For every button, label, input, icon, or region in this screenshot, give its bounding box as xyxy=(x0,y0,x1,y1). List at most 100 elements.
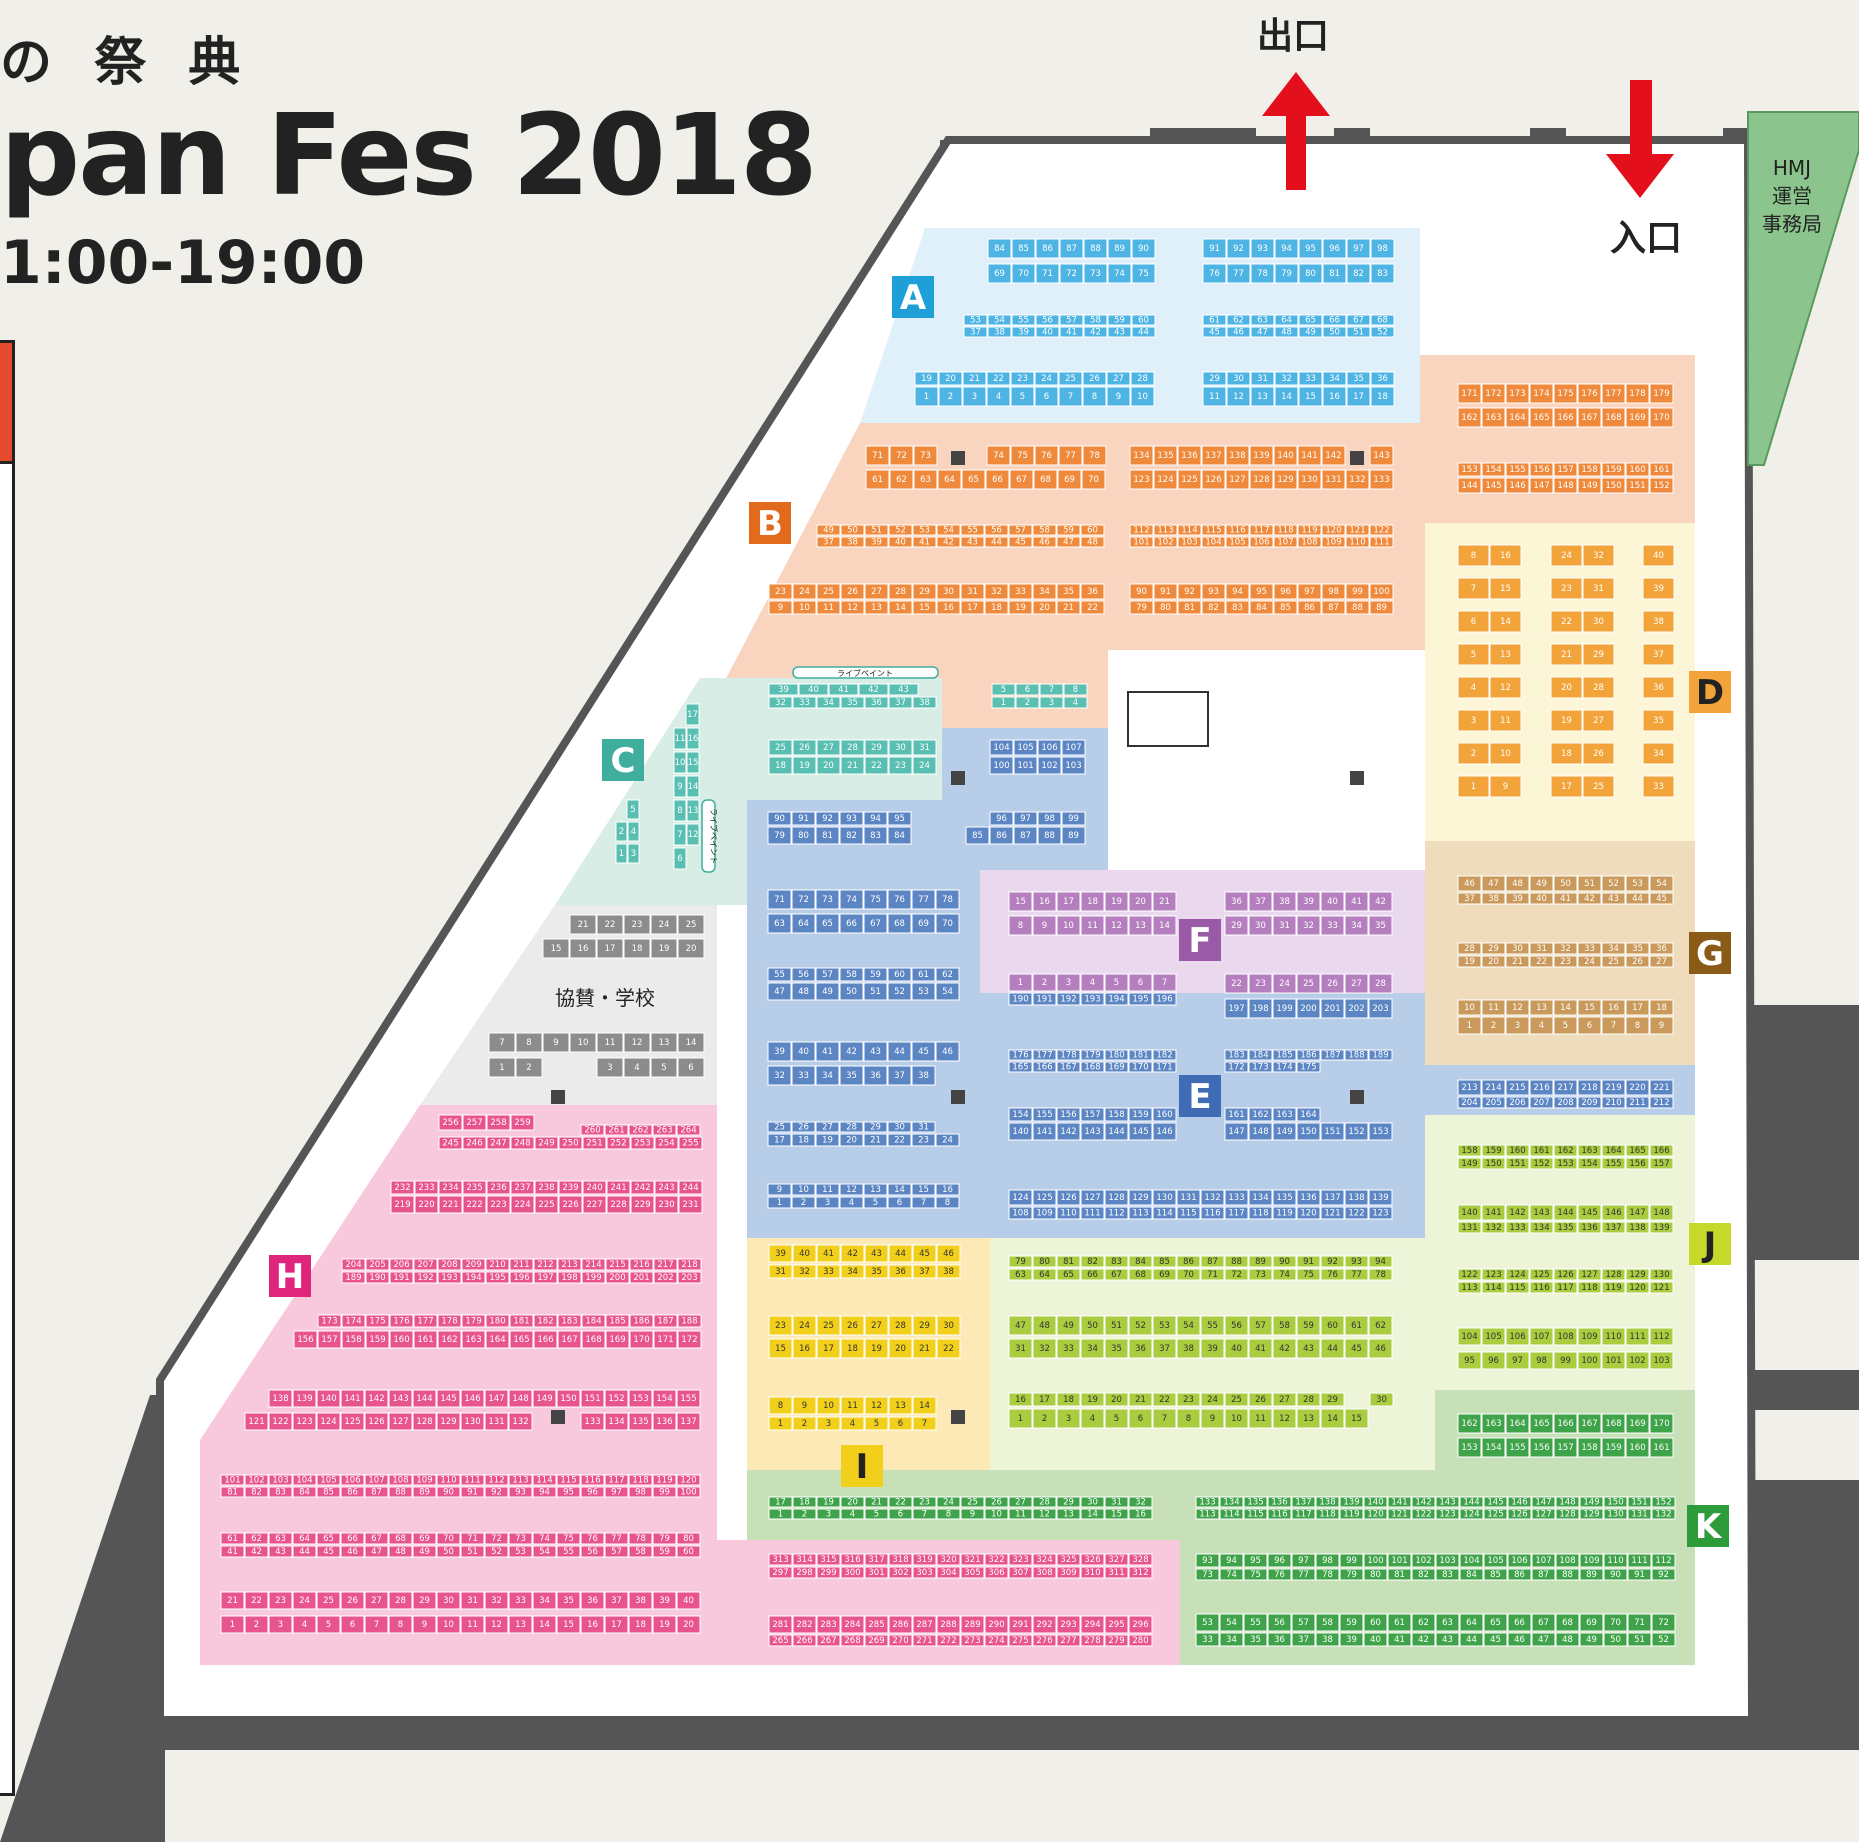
booth-H-316[interactable]: 316 xyxy=(840,1553,865,1566)
booth-H-139[interactable]: 139 xyxy=(292,1389,317,1408)
booth-I-35[interactable]: 35 xyxy=(864,1264,889,1279)
booth-E-2[interactable]: 2 xyxy=(791,1196,816,1209)
booth-E-42[interactable]: 42 xyxy=(839,1041,864,1062)
booth-K-64[interactable]: 64 xyxy=(1459,1613,1484,1632)
booth-E-91[interactable]: 91 xyxy=(791,811,816,826)
booth-E-138[interactable]: 138 xyxy=(1344,1189,1369,1206)
booth-H-176[interactable]: 176 xyxy=(389,1314,414,1328)
booth-H-60[interactable]: 60 xyxy=(676,1545,701,1558)
booth-I-8[interactable]: 8 xyxy=(768,1396,793,1415)
booth-H-81[interactable]: 81 xyxy=(220,1486,245,1498)
booth-H-302[interactable]: 302 xyxy=(888,1566,913,1579)
booth-H-298[interactable]: 298 xyxy=(792,1566,817,1579)
booth-H-123[interactable]: 123 xyxy=(292,1412,317,1431)
booth-G-25[interactable]: 25 xyxy=(1601,955,1626,968)
booth-B-176[interactable]: 176 xyxy=(1577,383,1602,404)
booth-F-25[interactable]: 25 xyxy=(1296,973,1321,994)
booth-D-27[interactable]: 27 xyxy=(1582,709,1615,732)
booth-J-150[interactable]: 150 xyxy=(1481,1157,1506,1170)
booth-E-197[interactable]: 197 xyxy=(1224,998,1249,1019)
booth-A-56[interactable]: 56 xyxy=(1035,314,1060,326)
booth-D-30[interactable]: 30 xyxy=(1582,610,1615,633)
booth-F-21[interactable]: 21 xyxy=(1152,891,1177,912)
booth-K-80[interactable]: 80 xyxy=(1363,1568,1388,1581)
booth-H-133[interactable]: 133 xyxy=(580,1412,605,1431)
booth-H-218[interactable]: 218 xyxy=(677,1258,702,1271)
booth-K-96[interactable]: 96 xyxy=(1267,1553,1292,1568)
booth-E-35[interactable]: 35 xyxy=(839,1065,864,1086)
booth-G-28[interactable]: 28 xyxy=(1457,942,1482,955)
booth-H-56[interactable]: 56 xyxy=(580,1545,605,1558)
booth-F-5[interactable]: 5 xyxy=(1104,973,1129,992)
booth-A-41[interactable]: 41 xyxy=(1059,326,1084,338)
booth-J-38[interactable]: 38 xyxy=(1176,1338,1201,1359)
booth-K-136[interactable]: 136 xyxy=(1267,1496,1292,1508)
booth-A-35[interactable]: 35 xyxy=(1346,371,1371,386)
booth-E-182[interactable]: 182 xyxy=(1152,1049,1177,1061)
booth-D-19[interactable]: 19 xyxy=(1550,709,1583,732)
booth-J-67[interactable]: 67 xyxy=(1104,1268,1129,1281)
booth-B-21[interactable]: 21 xyxy=(1056,600,1081,615)
booth-G-37[interactable]: 37 xyxy=(1457,892,1482,905)
booth-K-57[interactable]: 57 xyxy=(1291,1613,1316,1632)
booth-C-21[interactable]: 21 xyxy=(840,756,865,775)
booth-C-26[interactable]: 26 xyxy=(792,739,817,756)
booth-G-5[interactable]: 5 xyxy=(1553,1016,1578,1035)
booth-E-18[interactable]: 18 xyxy=(791,1133,816,1147)
booth-I-40[interactable]: 40 xyxy=(792,1244,817,1263)
booth-K-19[interactable]: 19 xyxy=(816,1496,841,1508)
booth-J-92[interactable]: 92 xyxy=(1320,1255,1345,1268)
booth-B-174[interactable]: 174 xyxy=(1529,383,1554,404)
booth-H-137[interactable]: 137 xyxy=(676,1412,701,1431)
booth-J-30[interactable]: 30 xyxy=(1369,1392,1394,1407)
booth-E-155[interactable]: 155 xyxy=(1032,1107,1057,1122)
booth-S-18[interactable]: 18 xyxy=(623,938,651,959)
booth-A-67[interactable]: 67 xyxy=(1346,314,1371,326)
booth-E-112[interactable]: 112 xyxy=(1104,1206,1129,1220)
booth-B-28[interactable]: 28 xyxy=(888,583,913,600)
booth-S-2[interactable]: 2 xyxy=(515,1057,543,1078)
booth-K-37[interactable]: 37 xyxy=(1291,1632,1316,1647)
booth-J-132[interactable]: 132 xyxy=(1481,1221,1506,1234)
booth-H-168[interactable]: 168 xyxy=(581,1330,606,1349)
booth-E-72[interactable]: 72 xyxy=(791,889,816,910)
booth-I-41[interactable]: 41 xyxy=(816,1244,841,1263)
booth-H-184[interactable]: 184 xyxy=(581,1314,606,1328)
booth-E-73[interactable]: 73 xyxy=(815,889,840,910)
booth-E-110[interactable]: 110 xyxy=(1056,1206,1081,1220)
booth-A-12[interactable]: 12 xyxy=(1226,386,1251,407)
booth-J-155[interactable]: 155 xyxy=(1601,1157,1626,1170)
booth-H-143[interactable]: 143 xyxy=(388,1389,413,1408)
booth-H-17[interactable]: 17 xyxy=(604,1615,629,1634)
booth-B-146[interactable]: 146 xyxy=(1505,477,1530,494)
booth-K-110[interactable]: 110 xyxy=(1603,1553,1628,1568)
booth-G-41[interactable]: 41 xyxy=(1553,892,1578,905)
booth-E-210[interactable]: 210 xyxy=(1601,1096,1626,1109)
booth-K-89[interactable]: 89 xyxy=(1579,1568,1604,1581)
booth-H-162[interactable]: 162 xyxy=(437,1330,462,1349)
booth-K-138[interactable]: 138 xyxy=(1315,1496,1340,1508)
booth-A-75[interactable]: 75 xyxy=(1131,263,1156,284)
booth-H-108[interactable]: 108 xyxy=(388,1474,413,1486)
booth-B-160[interactable]: 160 xyxy=(1625,462,1650,477)
booth-E-131[interactable]: 131 xyxy=(1176,1189,1201,1206)
booth-E-183[interactable]: 183 xyxy=(1224,1049,1249,1061)
booth-H-156[interactable]: 156 xyxy=(293,1330,318,1349)
booth-G-4[interactable]: 4 xyxy=(1529,1016,1554,1035)
booth-K-56[interactable]: 56 xyxy=(1267,1613,1292,1632)
booth-B-32[interactable]: 32 xyxy=(984,583,1009,600)
booth-J-149[interactable]: 149 xyxy=(1457,1157,1482,1170)
booth-B-149[interactable]: 149 xyxy=(1577,477,1602,494)
booth-H-140[interactable]: 140 xyxy=(316,1389,341,1408)
booth-G-51[interactable]: 51 xyxy=(1577,875,1602,892)
booth-J-29[interactable]: 29 xyxy=(1320,1392,1345,1407)
booth-K-119[interactable]: 119 xyxy=(1339,1508,1364,1520)
booth-C-29[interactable]: 29 xyxy=(864,739,889,756)
booth-J-42[interactable]: 42 xyxy=(1272,1338,1297,1359)
booth-B-57[interactable]: 57 xyxy=(1008,524,1033,536)
booth-S-15[interactable]: 15 xyxy=(542,938,570,959)
booth-C-43[interactable]: 43 xyxy=(888,683,919,696)
booth-K-7[interactable]: 7 xyxy=(912,1508,937,1520)
booth-F-27[interactable]: 27 xyxy=(1344,973,1369,994)
booth-B-41[interactable]: 41 xyxy=(912,536,937,548)
